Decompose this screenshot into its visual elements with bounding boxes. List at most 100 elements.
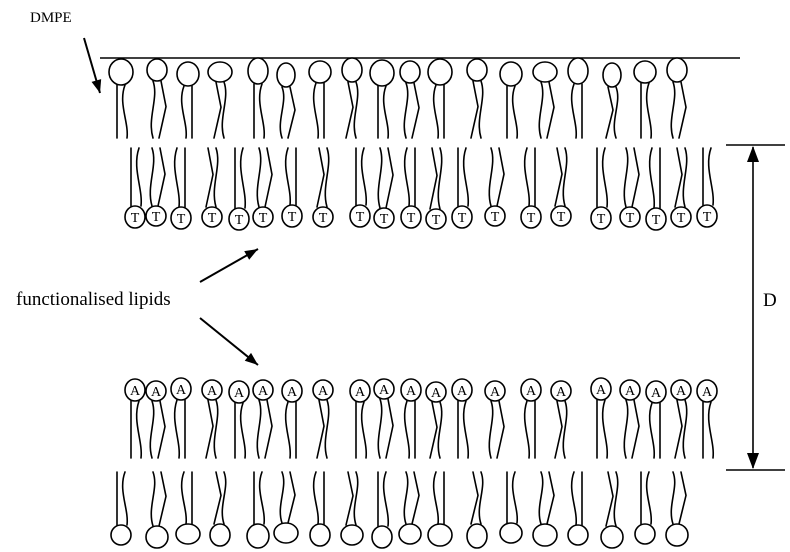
lipid [310,472,330,546]
functionalised-arrow-down [200,318,258,365]
dmpe-arrow [84,38,101,93]
lipid-tail [265,400,272,458]
lipid-head-letter: A [258,384,269,399]
lipid: T [171,148,191,229]
lipid: T [521,148,541,228]
lipid-head-letter: A [207,384,218,399]
lipid [400,61,420,138]
lipid-tail [159,81,166,138]
distance-label: D [763,290,777,312]
functionalised-arrow-up [200,249,258,282]
lipid-head [146,526,168,548]
lipid: T [282,148,302,227]
lipid-tail [354,82,357,138]
lipid-head [210,524,230,546]
lipid: A [229,381,249,458]
lipid-head-letter: A [651,386,662,401]
lipid-tail [175,400,180,458]
lipid-tail [214,82,221,138]
lipid [568,472,588,545]
lipid [667,58,687,138]
lipid-head-letter: T [626,211,635,226]
lipid-head-letter: A [234,386,245,401]
dmpe-label: DMPE [30,10,72,27]
lipid: A [426,382,446,458]
lipid-tail [647,472,652,524]
lipid: A [253,380,273,458]
lipid-tail [314,472,319,524]
lipid-head [274,523,298,543]
lipid-head-letter: T [259,211,268,226]
lipid: T [229,148,249,230]
lipid-tail [671,82,674,138]
lipid: A [282,380,302,458]
lipid-head [603,63,621,87]
lipid: T [374,148,394,228]
lipid [467,472,487,548]
lipid-tail [679,472,686,524]
lipid: A [646,381,666,458]
lipid: A [202,380,222,458]
lipid-tail [471,472,478,524]
lipid-tail [260,472,265,524]
lipid-tail [257,400,260,458]
lipid [568,58,588,138]
lipid: A [401,379,421,458]
lipid-tail [150,148,153,206]
lipid [428,472,452,546]
lipid-tail [214,400,217,458]
lipid-head-letter: A [130,384,141,399]
lipid-tail [606,87,613,138]
lipid-tail [606,472,613,526]
lipid-tail [325,400,328,458]
lipid: T [485,148,505,226]
lipid-tail [378,148,381,208]
lipid-tail [650,148,655,208]
lipid-tail [346,82,353,138]
lipid-tail [314,83,319,138]
lipid-head-letter: T [432,213,441,228]
lipid-tail [471,81,478,138]
lipid-head [176,524,200,544]
lipid-tail [362,402,367,458]
top-outer-leaflet [109,58,687,138]
lipid: A [671,380,691,458]
lipid-head [370,60,394,86]
lipid-head-letter: A [702,385,713,400]
lipid [603,63,621,138]
lipid-tail [709,402,714,458]
lipid: T [426,148,446,229]
lipid-tail [286,148,291,205]
lipid-tail [384,86,389,138]
lipid-tail [489,401,492,458]
lipid [500,472,522,543]
lipid-head [342,58,362,82]
lipid: A [313,380,333,458]
lipid-tail [555,148,562,206]
lipid-tail [182,86,187,138]
lipid-tail [563,401,566,458]
lipid [309,61,331,138]
lipid-head-letter: A [176,383,187,398]
lipid-head [500,62,522,86]
lipid-tail [513,472,518,523]
lipid-head [372,526,392,548]
lipid [111,472,131,545]
lipid-head-letter: A [490,385,501,400]
lipid-head-letter: T [491,210,500,225]
lipid-tail [241,403,246,458]
lipid [372,472,392,548]
lipid-head-letter: T [557,210,566,225]
lipid-head-letter: T [703,210,712,225]
lipid-tail [206,400,213,458]
lipid-head [467,59,487,81]
lipid-tail [679,82,686,138]
lipid-tail [151,81,154,138]
lipid-head-letter: T [152,210,161,225]
lipid-head [147,59,167,81]
lipid-tail [123,85,128,138]
lipid-tail [288,472,295,523]
lipid-tail [632,400,639,458]
lipid-head-letter: T [652,213,661,228]
